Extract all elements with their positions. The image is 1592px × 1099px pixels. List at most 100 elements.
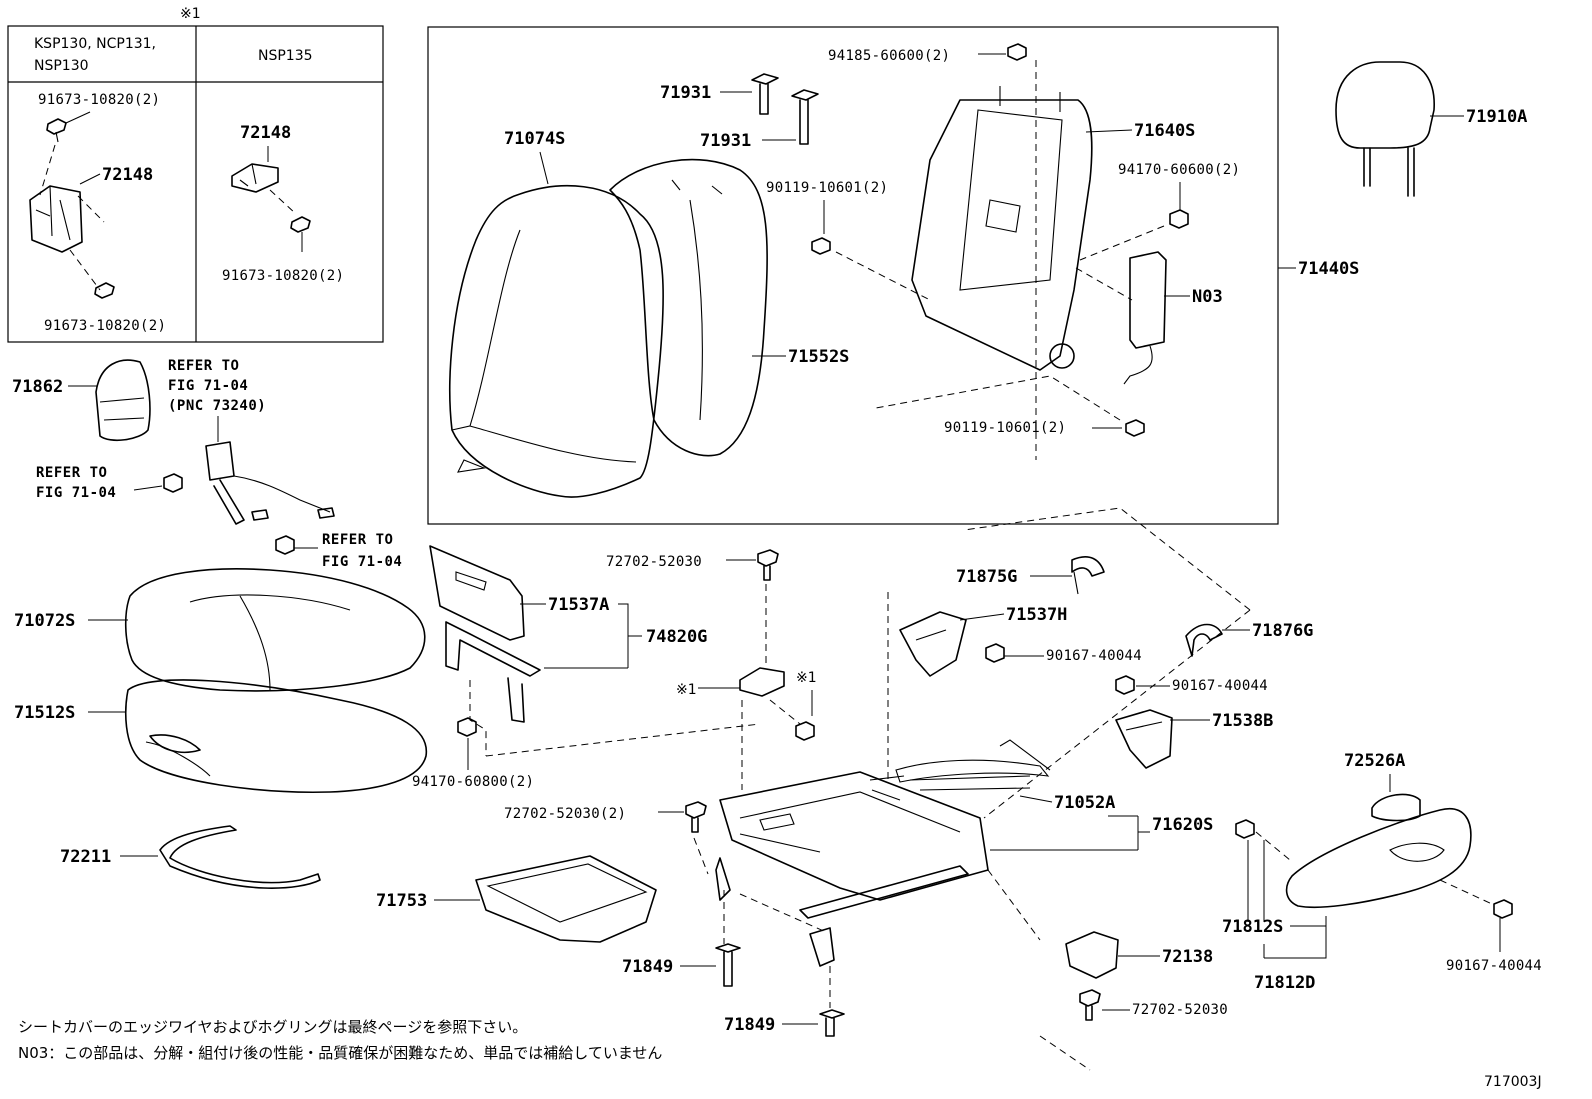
cover-71537A-icon (429, 545, 525, 641)
note-line-2: N03：この部品は、分解・組付け後の性能・品質確保が困難なため、単品では補給して… (18, 1044, 662, 1062)
label-71052A: 71052A (1054, 793, 1115, 813)
label-71753: 71753 (376, 891, 427, 911)
bolt-icon (1125, 419, 1145, 437)
label-71910A: 71910A (1466, 107, 1527, 127)
label-72211: 72211 (60, 847, 111, 867)
label-71620S: 71620S (1152, 815, 1213, 835)
seatback-pad-71074S-icon (449, 185, 664, 498)
label-94170-60800: 94170-60800(2) (412, 774, 534, 790)
label-71862: 71862 (12, 377, 63, 397)
pin-71849-icon (715, 943, 741, 987)
seatbelt-buckle-icon (205, 441, 335, 525)
bracket-72148-icon (231, 163, 279, 193)
label-72702-52030-qty2: 72702-52030(2) (504, 806, 626, 822)
seat-cushion-pad-71512S-icon (124, 679, 428, 794)
clip-icon (457, 717, 477, 737)
label-N03: N03 (1192, 287, 1223, 307)
inset-col1-bolt-bottom-label: 91673-10820(2) (44, 318, 166, 334)
label-72526A: 72526A (1344, 751, 1405, 771)
label-71849-lower: 71849 (724, 1015, 775, 1035)
bolt-icon (1079, 989, 1101, 1021)
headrest-71910A-icon (1335, 61, 1435, 197)
inset-marker: ※1 (180, 6, 201, 22)
refer-note-3-line1: REFER TO (322, 532, 393, 548)
inset-col2-bolt-label: 91673-10820(2) (222, 268, 344, 284)
clip-icon (1169, 209, 1189, 229)
refer-note-2-line2: FIG 71-04 (36, 485, 116, 501)
label-71072S: 71072S (14, 611, 75, 631)
bolt-icon (1493, 899, 1513, 919)
label-71875G: 71875G (956, 567, 1017, 587)
inset-col1-header-line1: KSP130, NCP131, (34, 36, 156, 52)
cover-71537H-icon (899, 611, 967, 677)
cover-71876G-icon (1185, 623, 1223, 657)
seat-cushion-cover-71072S-icon (124, 568, 426, 692)
refer-note-1-line2: FIG 71-04 (168, 378, 248, 394)
cover-71875G-icon (1071, 556, 1105, 595)
label-note1-right: ※1 (796, 670, 817, 686)
label-71812D: 71812D (1254, 973, 1315, 993)
label-72702-52030-top: 72702-52030 (606, 554, 702, 570)
bolt-icon (757, 549, 779, 581)
seatback-cover-71552S-icon (609, 158, 768, 457)
note-line-1: シートカバーのエッジワイヤおよびホグリングは最終ページを参照下さい。 (18, 1018, 527, 1036)
bolt-icon (94, 282, 115, 299)
label-90167-40044-right: 90167-40044 (1446, 958, 1542, 974)
cover-71862-icon (95, 359, 151, 442)
label-71512S: 71512S (14, 703, 75, 723)
cover-72138-icon (1065, 931, 1119, 979)
label-71074S: 71074S (504, 129, 565, 149)
clip-icon (275, 535, 295, 555)
inset-col1-bolt-top-label: 91673-10820(2) (38, 92, 160, 108)
label-71440S: 71440S (1298, 259, 1359, 279)
bolt-icon (1115, 675, 1135, 695)
seat-track-71620S-icon (715, 771, 989, 967)
pin-71931-icon (751, 73, 779, 115)
bolt-icon (46, 118, 67, 143)
label-94170-60600: 94170-60600(2) (1118, 162, 1240, 178)
label-94185-60600: 94185-60600(2) (828, 48, 950, 64)
label-71931-lower: 71931 (700, 131, 751, 151)
refer-note-1-line3: (PNC 73240) (168, 398, 266, 414)
tray-71753-icon (475, 855, 657, 943)
bracket-72148-icon (29, 185, 83, 253)
label-71537A: 71537A (548, 595, 609, 615)
seat-side-cover-71812-icon (1285, 807, 1472, 909)
bolt-icon (811, 237, 831, 255)
refer-note-1-line1: REFER TO (168, 358, 239, 374)
inset-col1-header-line2: NSP130 (34, 58, 89, 74)
pin-71849-icon (819, 1009, 845, 1037)
side-airbag-N03-icon (1123, 251, 1167, 385)
bolt-icon (985, 643, 1005, 663)
variant-inset-table: ※1 KSP130, NCP131, NSP130 NSP135 91673-1… (7, 6, 384, 343)
label-71537H: 71537H (1006, 605, 1067, 625)
wire-72211-icon (159, 825, 321, 889)
label-71849-upper: 71849 (622, 957, 673, 977)
label-90167-40044-upper: 90167-40044 (1046, 648, 1142, 664)
knob-72526A-icon (1371, 793, 1421, 822)
clip-icon (163, 473, 183, 493)
clip-icon (1007, 43, 1027, 61)
label-71538B: 71538B (1212, 711, 1273, 731)
bracket-72148-icon (739, 667, 785, 697)
refer-note-3-line2: FIG 71-04 (322, 554, 402, 570)
label-71552S: 71552S (788, 347, 849, 367)
figure-id: 717003J (1484, 1074, 1542, 1090)
label-note1-left: ※1 (676, 682, 697, 698)
label-71812S: 71812S (1222, 917, 1283, 937)
bolt-icon (1235, 819, 1255, 839)
label-71931-upper: 71931 (660, 83, 711, 103)
inset-col1-bracket-label: 72148 (102, 165, 153, 185)
label-71876G: 71876G (1252, 621, 1313, 641)
bracket-74820G-icon (445, 621, 541, 723)
seat-spring-71052A-icon (895, 739, 1051, 791)
label-74820G: 74820G (646, 627, 707, 647)
inset-col2-header: NSP135 (258, 48, 313, 64)
bolt-icon (290, 216, 311, 233)
seatback-frame-71640S-icon (911, 86, 1093, 371)
label-71640S: 71640S (1134, 121, 1195, 141)
label-72138: 72138 (1162, 947, 1213, 967)
label-90167-40044-mid: 90167-40044 (1172, 678, 1268, 694)
bolt-icon (795, 721, 815, 741)
